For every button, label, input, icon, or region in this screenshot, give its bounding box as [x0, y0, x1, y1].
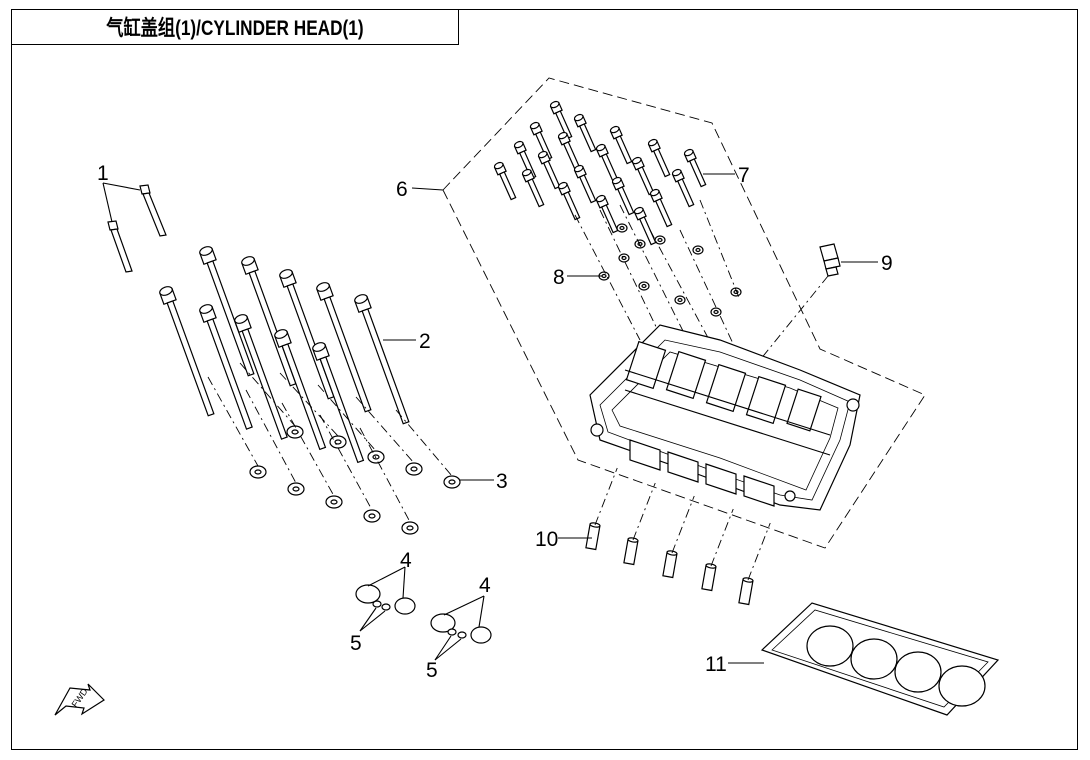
cam-cap-bolt	[683, 148, 707, 188]
callout-4-left: 4	[400, 549, 412, 572]
head-bolt	[234, 314, 288, 440]
title-box: 气缸盖组(1)/CYLINDER HEAD(1)	[11, 9, 459, 45]
small-washer	[710, 307, 722, 317]
head-bolt	[312, 342, 365, 464]
callout-7: 7	[738, 164, 750, 187]
callout-5-right: 5	[426, 659, 438, 682]
guide-line	[699, 199, 741, 301]
small-washer	[638, 281, 650, 291]
callout-2: 2	[419, 330, 431, 353]
guide-line	[671, 495, 695, 554]
page-title: 气缸盖组(1)/CYLINDER HEAD(1)	[106, 17, 364, 40]
guide-line	[319, 414, 373, 511]
guide-line	[747, 522, 771, 581]
fwd-arrow-icon: FWD	[54, 683, 105, 716]
guide-line	[710, 508, 734, 567]
guide-line	[359, 427, 411, 523]
part-7-bolts	[493, 100, 707, 246]
washer	[287, 482, 305, 496]
washer	[443, 475, 461, 489]
guide-line	[599, 209, 661, 336]
part-1-studs	[102, 182, 167, 273]
cam-cap-bolt	[611, 176, 635, 216]
guide-line	[574, 214, 641, 341]
part-2-head-bolts	[159, 246, 410, 464]
washer	[329, 435, 347, 449]
guide-line	[355, 396, 415, 464]
dowel-pin	[738, 522, 771, 606]
callout-11: 11	[705, 653, 727, 676]
small-washer	[618, 253, 630, 263]
head-bolt	[241, 256, 297, 387]
cam-cap-bolt	[529, 121, 553, 161]
head-bolt	[316, 282, 372, 413]
washer	[367, 450, 385, 464]
diagram-frame	[11, 9, 1078, 750]
cam-cap-bolt	[573, 164, 597, 204]
small-washer	[674, 295, 686, 305]
guide-line	[279, 372, 339, 437]
dowel-pin	[701, 508, 734, 592]
cam-cap-bolt	[649, 188, 673, 228]
callout-5-left: 5	[350, 632, 362, 655]
small-washer	[692, 245, 704, 255]
cam-cap-bolt	[595, 143, 619, 183]
callout-9: 9	[881, 252, 893, 275]
dowel-pin	[662, 495, 695, 579]
part-8-washers	[574, 199, 751, 381]
assembly-boundary	[442, 77, 926, 549]
head-bolt	[159, 286, 215, 417]
guide-line	[317, 384, 377, 452]
washer	[249, 465, 267, 479]
cam-cap-bolt	[595, 194, 619, 234]
head-bolt	[279, 269, 335, 400]
part-3-washers	[207, 362, 461, 535]
washer	[325, 495, 343, 509]
cam-cap-bolt	[557, 131, 581, 171]
guide-line	[207, 376, 259, 467]
head-bolt	[199, 246, 255, 377]
guide-line	[239, 362, 296, 427]
cam-cap-bolt	[537, 150, 561, 190]
cam-cap-bolt	[549, 100, 573, 140]
part-11-head-gasket	[728, 602, 1000, 716]
washer	[401, 521, 419, 535]
cam-cap-bolt	[573, 113, 597, 153]
guide-line	[619, 204, 691, 346]
guide-line	[649, 229, 721, 361]
small-washer	[654, 235, 666, 245]
guide-line	[594, 467, 618, 526]
cam-cap-bolt	[647, 138, 671, 178]
head-bolt	[199, 304, 253, 430]
part-4-5-orings-right	[430, 595, 492, 661]
cam-cap-bolt	[609, 125, 633, 165]
guide-line	[632, 482, 656, 541]
head-bolt	[354, 294, 410, 425]
washer	[363, 509, 381, 523]
guide-line	[245, 389, 297, 484]
cam-cap-bolt	[521, 168, 545, 208]
part-4-5-orings-left	[355, 566, 416, 632]
callout-10: 10	[535, 528, 558, 551]
head-bolt	[274, 329, 327, 451]
callout-3: 3	[496, 470, 508, 493]
part-9-sensor	[759, 243, 878, 361]
callout-8: 8	[553, 266, 565, 289]
cam-cap-bolt	[557, 181, 581, 221]
callout-4-right: 4	[479, 574, 491, 597]
cylinder-head	[589, 324, 861, 511]
cam-cap-bolt	[633, 206, 657, 246]
dowel-pin	[585, 467, 618, 551]
guide-line	[395, 409, 453, 477]
cam-cap-bolt	[493, 161, 517, 201]
cam-cap-bolt	[671, 168, 695, 208]
washer	[405, 462, 423, 476]
dowel-pin	[623, 482, 656, 566]
callout-6: 6	[396, 178, 408, 201]
cam-cap-bolt	[631, 156, 655, 196]
part-10-dowels	[585, 467, 771, 606]
small-washer	[616, 223, 628, 233]
callout-1: 1	[97, 162, 109, 185]
